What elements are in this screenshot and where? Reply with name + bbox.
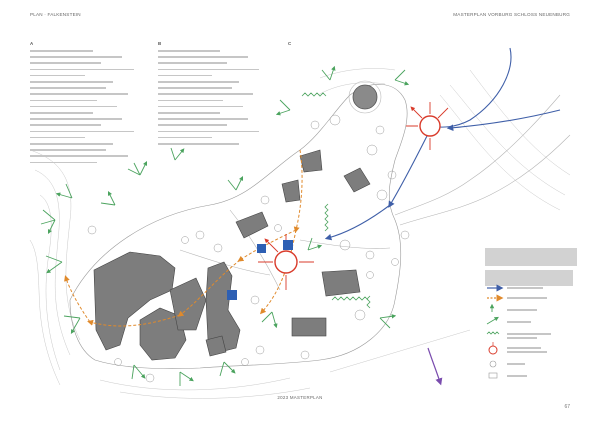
- legend-route-orange: [487, 294, 547, 302]
- list-item: [30, 105, 117, 108]
- list-item: [158, 99, 223, 102]
- list-item: [158, 93, 253, 95]
- list-item: [158, 62, 227, 64]
- list-col-a-head: A: [30, 41, 34, 46]
- list-item: [158, 105, 243, 108]
- list-item: [30, 130, 134, 133]
- map-caption: 2023 MASTERPLAN: [277, 395, 323, 400]
- castle-south-wing: [139, 307, 187, 361]
- list-item: [30, 118, 122, 120]
- list-item: [30, 93, 128, 95]
- list-item: [158, 56, 248, 58]
- legend-hazard: [488, 342, 547, 355]
- list-item: [158, 118, 248, 120]
- outbuilding-23: [291, 317, 327, 337]
- legend-hedge: [486, 331, 551, 339]
- tower-circle: [348, 80, 382, 114]
- outbuilding-20: [299, 149, 323, 173]
- list-item: [158, 81, 239, 83]
- inner-courtyard-building: [205, 261, 241, 353]
- list-col-b-head: B: [158, 41, 162, 46]
- list-item: [30, 143, 113, 145]
- list-item: [30, 74, 85, 77]
- list-item: [30, 155, 128, 157]
- list-col-c-head: C: [288, 41, 292, 46]
- list-item: [30, 81, 113, 83]
- legend-view-point: [489, 303, 537, 312]
- list-item: [158, 68, 259, 71]
- list-item: [30, 99, 97, 102]
- site-boundary: [69, 84, 408, 370]
- list-item: [30, 161, 97, 164]
- list-item: [158, 50, 220, 52]
- list-item: [158, 74, 212, 77]
- hazard-markers: [258, 102, 449, 290]
- list-item: [30, 124, 101, 126]
- view-markers-green: [40, 68, 407, 386]
- purple-arrow: [427, 347, 443, 386]
- list-item: [30, 87, 106, 89]
- orange-route: [64, 149, 303, 327]
- legend-view-arrow: [486, 316, 531, 325]
- hedges: [301, 92, 371, 309]
- legend-tree: [489, 360, 525, 368]
- outbuilding-21: [343, 167, 371, 193]
- hazard-marker-1: [406, 102, 449, 150]
- castle-east-wing: [169, 277, 207, 331]
- legend-bench: [488, 372, 527, 379]
- outbuilding-24: [235, 211, 269, 239]
- list-item: [30, 149, 106, 151]
- list-item: [158, 130, 259, 133]
- buildings: [93, 149, 371, 361]
- paths-network: [179, 94, 571, 291]
- page-number: 67: [564, 404, 570, 410]
- header-right: MASTERPLAN VORBURG SCHLOSS NEUENBURG: [453, 12, 570, 17]
- header-left: PLAN · FALKENSTEIN: [30, 12, 81, 17]
- list-item: [30, 50, 93, 52]
- blue-route: [324, 47, 561, 241]
- list-item: [158, 112, 220, 114]
- list-item: [30, 56, 122, 58]
- legend-route-blue: [487, 284, 543, 292]
- list-item: [158, 143, 239, 145]
- trees: [87, 114, 410, 383]
- outbuilding-25: [281, 179, 301, 203]
- list-item: [30, 62, 101, 64]
- outbuilding-22: [321, 269, 361, 297]
- list-item: [30, 112, 93, 114]
- list-item: [30, 136, 85, 139]
- castle-annex: [205, 335, 227, 357]
- list-item: [158, 124, 227, 126]
- parking-signs: [227, 240, 293, 300]
- list-item: [158, 136, 212, 139]
- legend-block: [485, 248, 577, 379]
- list-item: [30, 68, 134, 71]
- terrain-contours: [29, 68, 571, 399]
- list-item: [158, 87, 232, 89]
